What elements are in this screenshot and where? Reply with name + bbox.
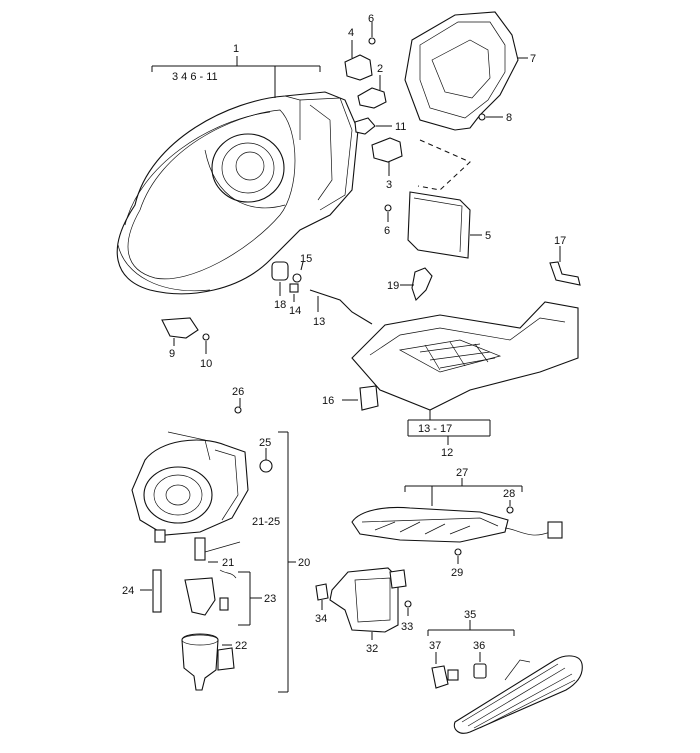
label-3: 3 (386, 179, 392, 191)
label-23: 23 (264, 593, 276, 605)
label-25: 25 (259, 437, 271, 449)
label-9: 9 (169, 348, 175, 360)
callout-20: 20 21-25 (252, 431, 310, 693)
part-8-screw: 8 (478, 112, 512, 124)
part-24-tube: 24 (122, 569, 162, 613)
label-12-sub: 13 - 17 (418, 423, 452, 435)
part-21-bulb: 21 (194, 537, 241, 569)
part-2-bulb: 2 (357, 63, 387, 109)
label-17: 17 (554, 235, 566, 247)
part-33-screw: 33 (401, 600, 413, 633)
label-16: 16 (322, 395, 334, 407)
part-23-socket: 23 (184, 569, 276, 626)
part-6-screw-lower: 6 (384, 204, 392, 237)
callout-1: 1 3 4 6 - 11 (151, 43, 321, 98)
part-16-grommet: 16 (322, 385, 379, 411)
label-35: 35 (464, 609, 476, 621)
part-9-cover: 9 (161, 317, 199, 360)
part-32-control-module: 32 (329, 567, 407, 655)
label-4: 4 (348, 27, 354, 39)
part-10-screw: 10 (200, 333, 212, 370)
label-8: 8 (506, 112, 512, 124)
part-6-screw-top: 6 (368, 13, 376, 45)
label-6b: 6 (384, 225, 390, 237)
label-1-sub: 3 4 6 - 11 (172, 71, 218, 83)
label-37: 37 (429, 640, 441, 652)
label-26: 26 (232, 386, 244, 398)
part-17-clip: 17 (549, 235, 581, 286)
label-15: 15 (300, 253, 312, 265)
label-27: 27 (456, 467, 468, 479)
part-15-washer: 15 (292, 253, 312, 283)
part-35-side-marker: 35 (427, 609, 583, 734)
part-12-mounting-bracket: 13 - 17 12 (351, 301, 579, 459)
label-32: 32 (366, 643, 378, 655)
part-37-socket: 37 (429, 640, 459, 689)
part-4-bulb-holder: 4 (344, 27, 373, 81)
label-7: 7 (530, 53, 536, 65)
label-5: 5 (485, 230, 491, 242)
part-22-connector: 22 (181, 633, 247, 691)
label-10: 10 (200, 358, 212, 370)
label-20: 20 (298, 557, 310, 569)
part-18-grommet: 18 (271, 261, 289, 311)
label-13: 13 (313, 316, 325, 328)
part-5-control-unit: 5 (407, 191, 491, 259)
label-14: 14 (289, 305, 301, 317)
label-22: 22 (235, 640, 247, 652)
label-21: 21 (222, 557, 234, 569)
label-11: 11 (395, 121, 406, 133)
part-36-bulb: 36 (473, 640, 487, 679)
label-1: 1 (233, 43, 239, 55)
label-33: 33 (401, 621, 413, 633)
part-27-drl-assembly: 27 (351, 467, 563, 543)
part-29-screw: 29 (451, 548, 463, 579)
part-7-rear-housing: 7 (404, 11, 536, 131)
label-28: 28 (503, 488, 515, 500)
part-28-screw: 28 (503, 488, 515, 514)
part-26-screw: 26 (232, 386, 244, 414)
label-29: 29 (451, 567, 463, 579)
label-24: 24 (122, 585, 134, 597)
label-12: 12 (441, 447, 453, 459)
part-3-bulb: 3 (371, 137, 403, 191)
part-25-clip: 25 (259, 437, 273, 473)
part-11-clip: 11 (354, 117, 406, 135)
part-13-rod: 13 (309, 289, 373, 328)
label-34: 34 (315, 613, 327, 625)
part-14-nut: 14 (289, 283, 301, 317)
label-6a: 6 (368, 13, 374, 25)
fog-light-assembly (131, 431, 249, 543)
connector-dashed-line (417, 139, 471, 191)
label-2: 2 (377, 63, 383, 75)
label-36: 36 (473, 640, 485, 652)
part-34-clip: 34 (315, 583, 329, 625)
label-21-25: 21-25 (252, 516, 280, 528)
label-18: 18 (274, 299, 286, 311)
part-19-bracket: 19 (387, 267, 433, 302)
headlight-assembly (116, 91, 359, 295)
label-19: 19 (387, 280, 399, 292)
